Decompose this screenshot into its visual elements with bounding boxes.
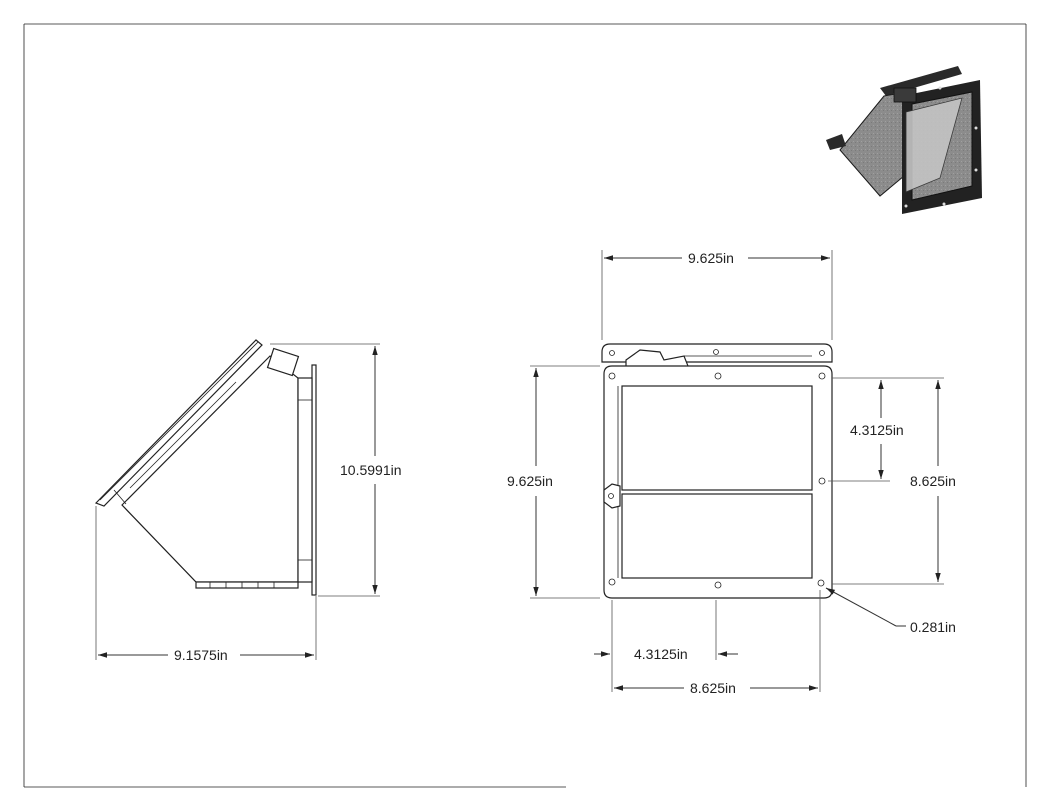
front-half-height-dimension: 4.3125in <box>850 422 904 438</box>
front-view: 9.625in 9.625in 8.625in 4.3125in 0.281in… <box>507 250 956 696</box>
side-vertical-flange <box>311 364 317 596</box>
iso-rivets <box>904 86 978 208</box>
front-left-tab <box>603 483 621 509</box>
side-width-dimension: 9.1575in <box>174 647 228 663</box>
side-bottom-rail <box>195 581 299 589</box>
front-hole-diameter-dimension: 0.281in <box>910 619 956 635</box>
front-overall-width-dimension: 9.625in <box>688 250 734 266</box>
front-inner-width-dimension: 8.625in <box>690 680 736 696</box>
front-half-width-dimension: 4.3125in <box>634 646 688 662</box>
side-height-dimension: 10.5991in <box>340 462 402 478</box>
side-flange-body <box>297 377 313 583</box>
front-opening-upper <box>621 385 813 491</box>
iso-hinge-block <box>893 87 917 103</box>
front-inner-height-dimension: 8.625in <box>910 473 956 489</box>
side-hinge-box <box>266 347 300 377</box>
side-view: 10.5991in 9.1575in <box>94 339 402 663</box>
side-lid-plate <box>94 339 263 507</box>
sheet-border <box>23 23 1027 788</box>
isometric-view <box>826 66 982 214</box>
iso-lower-tab <box>826 134 846 150</box>
front-overall-height-dimension: 9.625in <box>507 473 553 489</box>
front-opening-lower <box>621 493 813 579</box>
iso-hopper-body <box>839 91 907 197</box>
iso-inner-chute <box>905 97 963 193</box>
front-bolt-holes <box>608 372 826 589</box>
